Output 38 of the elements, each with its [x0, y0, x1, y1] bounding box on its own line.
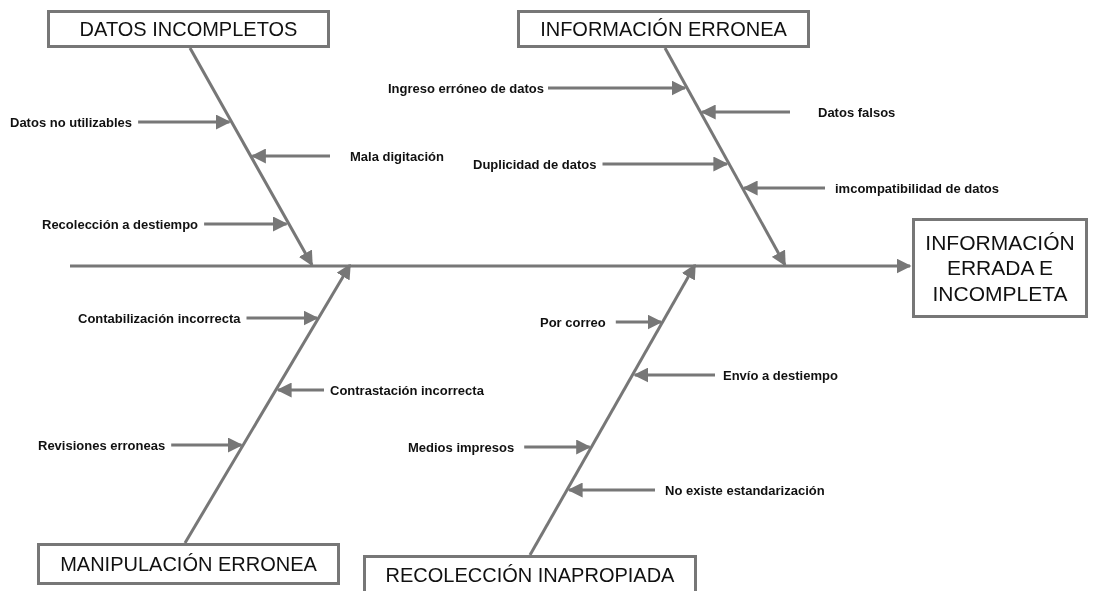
arrow: [567, 482, 655, 498]
cause-label: Medios impresos: [408, 439, 515, 455]
cause-label: Duplicidad de datos: [473, 156, 597, 172]
category-box: INFORMACIÓN ERRONEA: [517, 10, 810, 48]
arrow: [524, 439, 592, 455]
arrow: [742, 180, 825, 196]
bone-arrow: [183, 263, 352, 544]
cause-label: No existe estandarización: [665, 482, 825, 498]
cause-label: Datos no utilizables: [10, 114, 133, 130]
arrow: [276, 382, 324, 398]
arrow: [602, 156, 729, 172]
cause-label: Envío a destiempo: [723, 367, 838, 383]
bone-arrow: [188, 47, 314, 267]
arrow: [250, 148, 330, 164]
effect-box: INFORMACIÓN ERRADA E INCOMPLETA: [912, 218, 1088, 318]
spine-arrow: [70, 258, 912, 274]
category-box: MANIPULACIÓN ERRONEA: [37, 543, 340, 585]
bone-arrow: [663, 47, 787, 267]
arrow: [633, 367, 715, 383]
arrow: [700, 104, 790, 120]
cause-label: Ingreso erróneo de datos: [388, 80, 545, 96]
cause-label: imcompatibilidad de datos: [835, 180, 999, 196]
arrow: [204, 216, 288, 232]
arrow: [138, 114, 231, 130]
category-box: DATOS INCOMPLETOS: [47, 10, 330, 48]
cause-label: Contrastación incorrecta: [330, 382, 484, 398]
cause-label: Contabilización incorrecta: [78, 310, 241, 326]
arrow: [246, 310, 319, 326]
bone-arrow: [528, 263, 697, 556]
arrow: [615, 314, 663, 330]
arrow: [548, 80, 687, 96]
cause-label: Revisiones erroneas: [38, 437, 166, 453]
cause-label: Mala digitación: [350, 148, 444, 164]
category-box: RECOLECCIÓN INAPROPIADA: [363, 555, 697, 591]
cause-label: Datos falsos: [818, 104, 896, 120]
arrow: [171, 437, 243, 453]
cause-label: Recolección a destiempo: [42, 216, 199, 232]
cause-label: Por correo: [540, 314, 606, 330]
